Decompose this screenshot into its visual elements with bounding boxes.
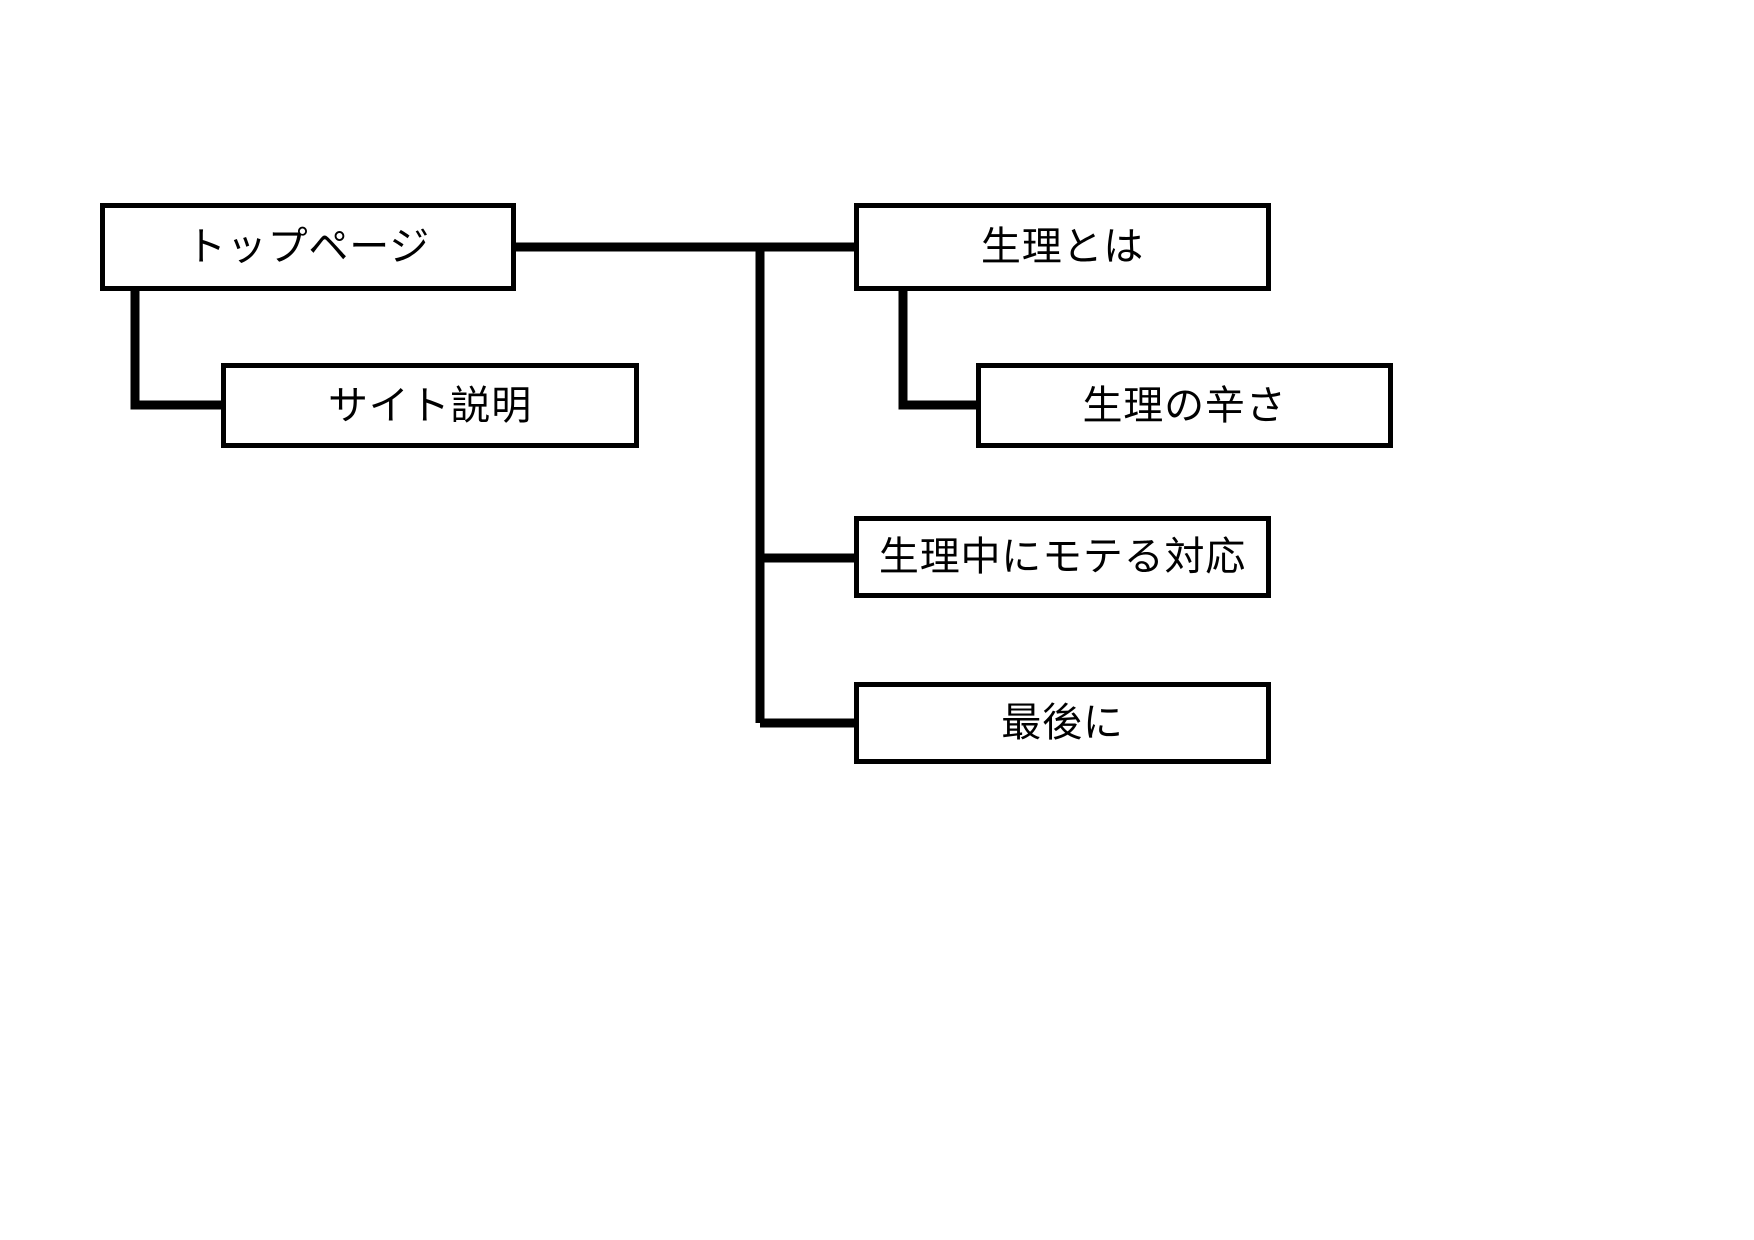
connector-what-is-to-hardship: [898, 291, 976, 410]
node-label-top-page: トップページ: [186, 224, 430, 270]
node-label-conclusion: 最後に: [1001, 700, 1124, 746]
node-label-site-description: サイト説明: [328, 382, 532, 429]
node-popular-response[interactable]: 生理中にモテる対応: [854, 516, 1271, 598]
node-menstruation-hardship[interactable]: 生理の辛さ: [976, 363, 1393, 448]
node-label-what-is-menstruation: 生理とは: [980, 224, 1145, 270]
node-what-is-menstruation[interactable]: 生理とは: [854, 203, 1271, 291]
node-conclusion[interactable]: 最後に: [854, 682, 1271, 764]
connector-top-to-site-description: [130, 291, 221, 410]
node-label-popular-response: 生理中にモテる対応: [878, 534, 1247, 580]
node-top-page[interactable]: トップページ: [100, 203, 516, 291]
node-label-menstruation-hardship: 生理の辛さ: [1082, 382, 1287, 429]
node-site-description[interactable]: サイト説明: [221, 363, 639, 448]
